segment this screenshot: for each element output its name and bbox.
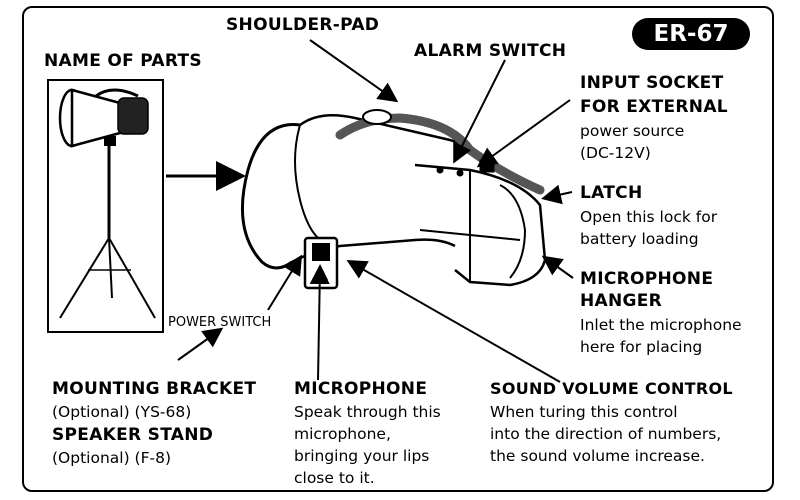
shoulder-pad-arrow — [309, 39, 399, 103]
title-name-of-parts: NAME OF PARTS — [44, 51, 202, 71]
label-volume: SOUND VOLUME CONTROL — [490, 379, 733, 398]
tripod-stand-icon — [59, 146, 156, 319]
label-mic-hanger-3: Inlet the microphone — [580, 316, 742, 334]
megaphone-body — [240, 109, 547, 287]
mount-bracket-arrow — [177, 327, 224, 361]
tripod-inset — [47, 79, 164, 333]
label-input-socket-3: power source — [580, 122, 685, 140]
microphone-icon — [303, 236, 339, 290]
label-input-socket-4: (DC-12V) — [580, 144, 651, 162]
mic-hanger-arrow — [541, 255, 574, 279]
diagram-frame — [22, 6, 774, 492]
label-mic-hanger-1: MICROPHONE — [580, 269, 714, 289]
label-mounting-bracket-opt: (Optional) (YS-68) — [52, 403, 192, 421]
label-microphone-3: bringing your lips — [294, 447, 430, 465]
volume-arrow — [346, 260, 561, 383]
label-speaker-stand-opt: (Optional) (F-8) — [52, 449, 172, 467]
alarm-switch-arrow — [453, 59, 506, 164]
label-latch-2: battery loading — [580, 230, 699, 248]
label-microphone-4: close to it. — [294, 469, 375, 487]
label-volume-3: the sound volume increase. — [490, 447, 705, 465]
label-speaker-stand: SPEAKER STAND — [52, 425, 214, 445]
label-volume-2: into the direction of numbers, — [490, 425, 722, 443]
label-shoulder-pad: SHOULDER-PAD — [226, 15, 380, 35]
label-input-socket-1: INPUT SOCKET — [580, 73, 724, 93]
label-mic-hanger-2: HANGER — [580, 291, 663, 311]
label-microphone: MICROPHONE — [294, 379, 428, 399]
model-badge: ER-67 — [632, 18, 750, 50]
power-switch-arrow — [267, 254, 303, 311]
input-socket-arrow — [476, 99, 571, 168]
label-input-socket-2: FOR EXTERNAL — [580, 97, 728, 117]
label-volume-1: When turing this control — [490, 403, 678, 421]
label-microphone-2: microphone, — [294, 425, 391, 443]
label-latch-1: Open this lock for — [580, 208, 718, 226]
label-mic-hanger-4: here for placing — [580, 338, 703, 356]
latch-arrow — [541, 184, 573, 205]
label-alarm-switch: ALARM SWITCH — [414, 41, 567, 61]
label-power-switch: POWER SWITCH — [168, 315, 272, 330]
microphone-arrow — [309, 264, 330, 381]
label-latch: LATCH — [580, 183, 643, 203]
small-megaphone-icon — [58, 88, 149, 148]
label-mounting-bracket: MOUNTING BRACKET — [52, 379, 257, 399]
label-microphone-1: Speak through this — [294, 403, 441, 421]
